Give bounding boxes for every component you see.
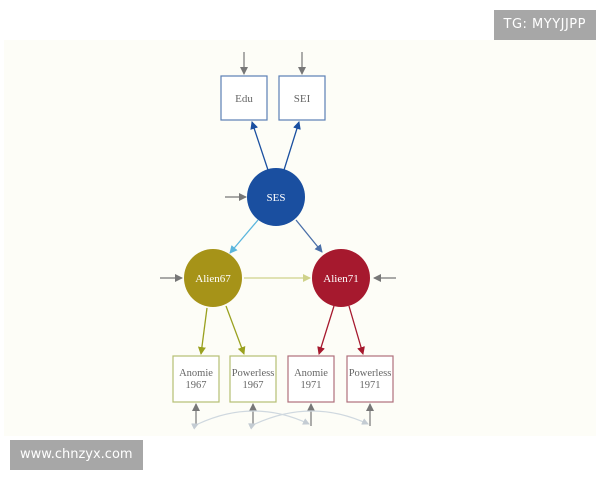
node-anomie67-line2: 1967 [186,380,207,391]
node-edu: Edu [220,75,268,121]
arrow-alien71-to-powerless71 [348,305,365,355]
node-powerless71-line1: Powerless [349,368,392,379]
covariance-arc-powerless67-powerless71 [248,410,369,430]
node-anomie67-line1: Anomie [179,368,213,379]
watermark-bottom-left: www.chnzyx.com [10,440,143,470]
node-anomie71-line1: Anomie [294,368,328,379]
node-anomie67: Anomie 1967 [172,355,220,403]
node-ses-label: SES [267,192,286,204]
node-sei: SEI [278,75,326,121]
arrow-ses-to-alien71 [295,219,323,253]
arrow-alien67-to-powerless67 [225,305,246,355]
arrow-ses-to-edu [250,121,269,171]
node-alien71-label: Alien71 [323,273,358,285]
arrow-ses-to-sei [283,121,301,171]
arrow-alien71-to-anomie71 [317,305,335,355]
node-alien67: Alien67 [184,249,242,307]
diagram-canvas: Edu SEI SES Alien67 Alien71 Anomie 1967 … [4,40,596,436]
node-ses: SES [247,168,305,226]
node-powerless67: Powerless 1967 [229,355,277,403]
node-powerless71: Powerless 1971 [346,355,394,403]
node-anomie71-line2: 1971 [301,380,322,391]
node-powerless67-line2: 1967 [243,380,264,391]
arrow-ses-to-alien67 [229,219,259,254]
watermark-top-right: TG: MYYJJPP [493,10,596,40]
node-alien71: Alien71 [312,249,370,307]
path-diagram: Edu SEI SES Alien67 Alien71 Anomie 1967 … [160,52,396,430]
node-alien67-label: Alien67 [195,273,231,285]
arrow-alien67-to-anomie67 [197,307,208,355]
node-sei-label: SEI [294,93,311,105]
node-powerless67-line1: Powerless [232,368,275,379]
node-edu-label: Edu [235,93,253,105]
node-anomie71: Anomie 1971 [287,355,335,403]
node-powerless71-line2: 1971 [360,380,381,391]
